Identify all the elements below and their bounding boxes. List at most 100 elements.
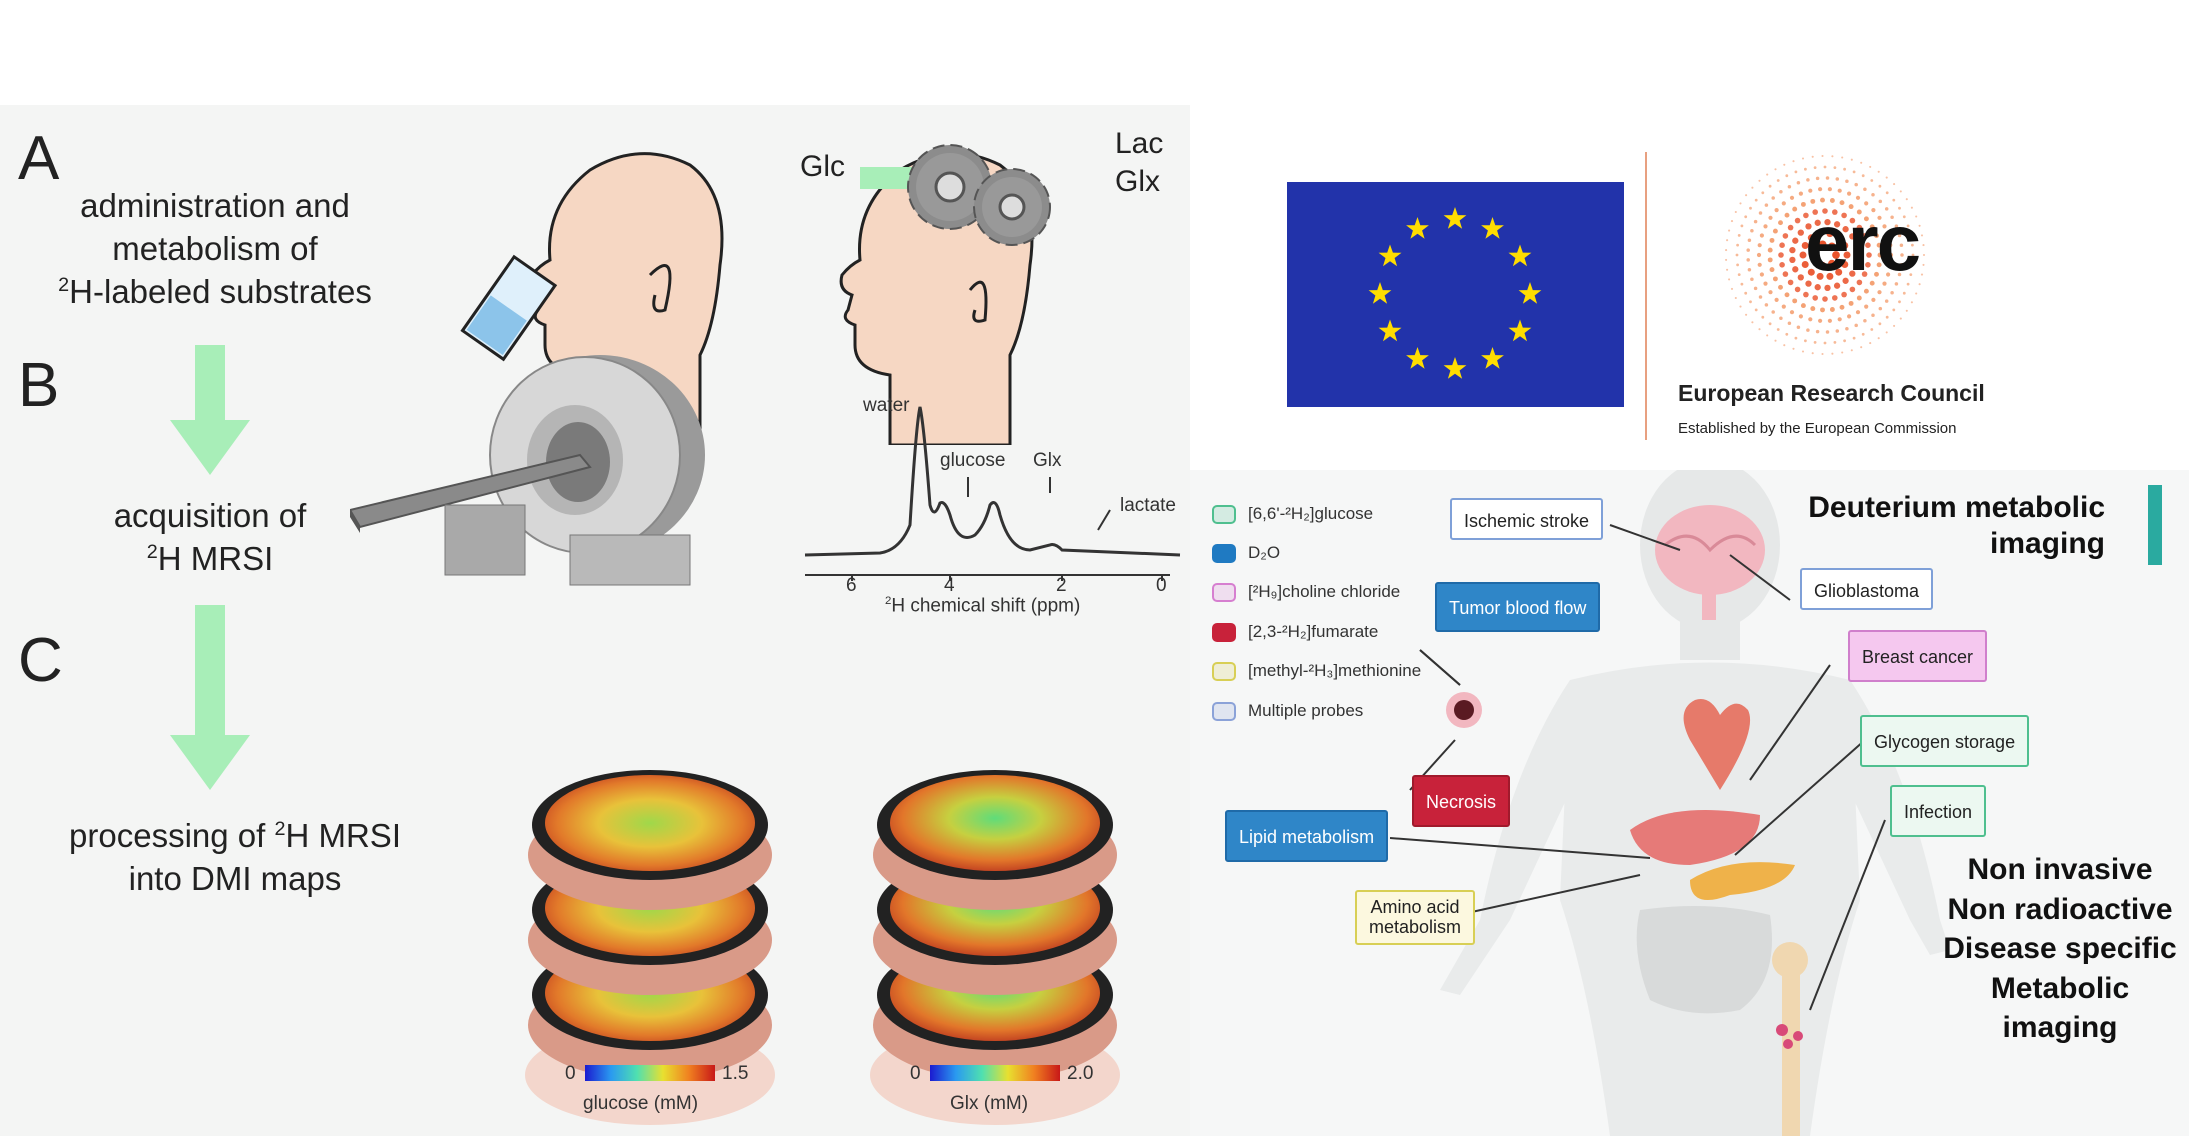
eu-flag xyxy=(1287,182,1624,407)
lactate-peak-marker xyxy=(1097,509,1111,531)
erc-name: European Research Council xyxy=(1678,380,1985,406)
gear-icon xyxy=(973,168,1051,246)
ischemic-stroke-connector xyxy=(1609,524,1681,551)
spectrum-peak-water: water xyxy=(863,395,910,416)
infection-label: Infection xyxy=(1890,785,1987,837)
lipid-metabolism-label: Lipid metabolism xyxy=(1225,810,1389,862)
feature-item: Non radioactive xyxy=(1947,892,2173,926)
brain-icon xyxy=(1655,505,1765,620)
legend-swatch xyxy=(1212,701,1236,721)
necrosis-label: Necrosis xyxy=(1412,775,1511,827)
lac-label: Lac xyxy=(1115,127,1164,160)
arrow-down-icon xyxy=(170,605,250,790)
legend-swatch xyxy=(1212,661,1236,681)
right-panel-title: Deuterium metabolic imaging xyxy=(1730,490,2105,562)
lipid-metabolism-connector xyxy=(1390,837,1651,859)
legend-swatch xyxy=(1212,504,1236,524)
spectrum-peak-glucose: glucose xyxy=(940,450,1006,471)
step-c-line1: processing of 2H MRSI xyxy=(69,817,401,854)
tumor-blood-flow-label: Tumor blood flow xyxy=(1435,582,1601,632)
feature-item: Disease specific xyxy=(1943,932,2177,966)
feature-item: Metabolic xyxy=(1990,971,2130,1005)
feature-item: Non invasive xyxy=(1967,853,2153,886)
glx-colorbar-label: Glx (mM) xyxy=(950,1093,1029,1114)
ischemic-stroke-label: Ischemic stroke xyxy=(1450,498,1604,540)
step-c-line2: into DMI maps xyxy=(128,859,342,897)
legend-item: [6,6'-²H₂]glucose xyxy=(1212,504,1373,524)
star-icon xyxy=(1406,347,1429,369)
glx-colorbar-max: 2.0 xyxy=(1067,1063,1094,1084)
spectrum-tick-6: 6 xyxy=(846,575,857,596)
feature-item: imaging xyxy=(2002,1011,2118,1045)
step-c-letter: C xyxy=(18,626,63,695)
liver-icon xyxy=(1630,810,1760,865)
head-gears-illustration xyxy=(839,144,1051,445)
glx-label: Glx xyxy=(1115,165,1160,198)
step-b-letter: B xyxy=(18,351,60,420)
dmi-applications-panel: Deuterium metabolic imaging [6,6'-²H₂]gl… xyxy=(1190,470,2189,1136)
legend-item: [2,3-²H₂]fumarate xyxy=(1212,622,1378,642)
legend-swatch xyxy=(1212,582,1236,602)
title-accent-bar xyxy=(2148,485,2162,565)
pancreas-icon xyxy=(1690,862,1795,900)
step-b-line1: acquisition of xyxy=(113,497,307,534)
star-icon xyxy=(1508,319,1532,342)
glycogen-storage-label: Glycogen storage xyxy=(1860,715,2030,767)
heart-icon xyxy=(1683,699,1751,790)
step-a-line1: administration and xyxy=(80,187,350,224)
star-icon xyxy=(1518,282,1542,304)
glioblastoma-connector xyxy=(1729,554,1791,601)
star-icon xyxy=(1481,347,1504,369)
gear-icon xyxy=(907,144,993,230)
glucose-colorbar xyxy=(585,1065,715,1081)
star-icon xyxy=(1481,217,1504,239)
glucose-colorbar-max: 1.5 xyxy=(722,1063,749,1084)
spectrum-tick-4: 4 xyxy=(944,575,955,596)
amino-acid-connector xyxy=(1457,874,1641,916)
body-silhouette-illustration xyxy=(1390,470,1950,1136)
erc-subtitle: Established by the European Commission xyxy=(1678,420,1957,437)
legend-item: Multiple probes xyxy=(1212,701,1363,721)
arrow-down-icon xyxy=(170,345,250,475)
glc-label: Glc xyxy=(800,150,845,183)
infection-connector xyxy=(1809,819,1886,1011)
step-a-text: administration and metabolism of 2H-labe… xyxy=(30,185,400,314)
intestines-icon xyxy=(1636,906,1772,1014)
glx-map-stack xyxy=(870,770,1120,1125)
spectrum-peak-lactate: lactate xyxy=(1120,495,1176,516)
glass-icon xyxy=(460,254,558,362)
breast-cancer-label: Breast cancer xyxy=(1848,630,1988,682)
breast-cancer-connector xyxy=(1749,664,1831,781)
step-a-letter: A xyxy=(18,124,60,193)
spectrum-tick-0: 0 xyxy=(1156,575,1167,596)
spectrum-tick-2: 2 xyxy=(1056,575,1067,596)
title-line2: imaging xyxy=(1989,527,2105,560)
step-b-text: acquisition of 2H MRSI xyxy=(60,495,360,581)
spectrum-peak-glx: Glx xyxy=(1033,450,1062,471)
erc-logo-text: erc xyxy=(1805,198,1921,287)
legend-swatch xyxy=(1212,622,1236,642)
spectrum-x-axis-label: 2H chemical shift (ppm) xyxy=(885,595,1081,617)
logo-divider xyxy=(1645,152,1647,440)
step-a-line3: 2H-labeled substrates xyxy=(58,272,372,310)
legend-item: [methyl-²H₃]methionine xyxy=(1212,661,1421,681)
star-icon xyxy=(1508,244,1532,267)
step-b-line2: 2H MRSI xyxy=(146,539,274,577)
legend-swatch xyxy=(1212,543,1236,563)
eu-stars-ring xyxy=(1368,207,1542,379)
legend-item: D₂O xyxy=(1212,543,1280,563)
star-icon xyxy=(1443,207,1467,229)
legend-item: [²H₉]choline chloride xyxy=(1212,582,1400,602)
glycogen-storage-connector xyxy=(1734,739,1866,856)
star-icon xyxy=(1443,357,1467,379)
features-list: Non invasive Non radioactive Disease spe… xyxy=(1940,850,2180,1048)
deuterium-spectrum-chart xyxy=(804,406,1181,581)
star-icon xyxy=(1378,319,1402,342)
glioblastoma-label: Glioblastoma xyxy=(1800,568,1934,610)
step-c-text: processing of 2H MRSI into DMI maps xyxy=(40,815,430,901)
dmi-workflow-panel: A administration and metabolism of 2H-la… xyxy=(0,105,1190,1136)
glucose-colorbar-label: glucose (mM) xyxy=(583,1093,699,1114)
dmi-maps-illustration xyxy=(525,770,1120,1125)
glucose-colorbar-min: 0 xyxy=(565,1063,576,1084)
infection-spot-icon xyxy=(1776,1024,1788,1036)
